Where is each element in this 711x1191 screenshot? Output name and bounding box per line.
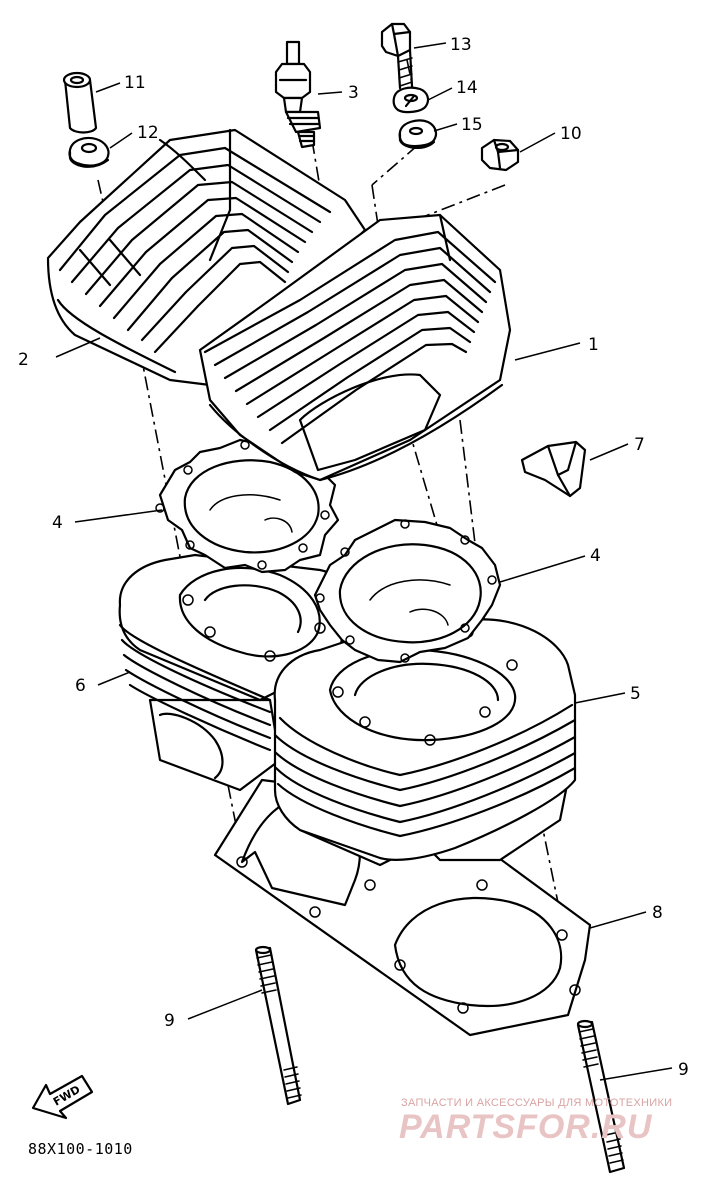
watermark-tagline: ЗАПЧАСТИ И АКСЕССУАРЫ ДЛЯ МОТОТЕХНИКИ: [401, 1097, 673, 1109]
callout-14: 14: [456, 78, 478, 98]
callout-9-left: 9: [164, 1011, 175, 1031]
callout-4-right: 4: [590, 546, 601, 566]
callout-13: 13: [450, 35, 472, 55]
bolt-part-13: [380, 22, 414, 90]
washer-part-15: [398, 119, 438, 149]
callout-12: 12: [137, 123, 159, 143]
stud-bolt-left-part-9: [254, 945, 302, 1106]
head-gasket-right-part-4: [313, 518, 502, 664]
cylinder-left-part-6: [118, 553, 348, 792]
callout-3: 3: [348, 83, 359, 103]
cylinder-head-left-part-2: [46, 128, 367, 387]
callout-11: 11: [124, 73, 146, 93]
cylinder-right-part-5: [273, 618, 577, 867]
callout-4-left: 4: [52, 513, 63, 533]
callout-7: 7: [634, 435, 645, 455]
callout-numbers: 11 12 3 13 14 15 10 2 1 7 4 4 5 6 8 9 9: [18, 35, 689, 1080]
callout-5: 5: [630, 684, 641, 704]
spark-plug-part-3: [274, 40, 322, 149]
callout-8: 8: [652, 903, 663, 923]
stud-bolt-right-part-9: [576, 1019, 626, 1174]
callout-leader-lines: [55, 42, 673, 1081]
lock-washer-part-14: [392, 86, 430, 114]
diagram-reference-code: 88X100-1010: [28, 1140, 133, 1158]
nut-part-10: [480, 138, 520, 172]
sleeve-part-11: [62, 71, 98, 134]
cylinder-head-right-part-1: [198, 213, 512, 482]
callout-2: 2: [18, 350, 29, 370]
head-gasket-left-part-4: [155, 438, 340, 574]
callout-6: 6: [75, 676, 86, 696]
damper-part-7: [520, 440, 587, 498]
washer-part-12: [68, 136, 110, 168]
callout-10: 10: [560, 124, 582, 144]
watermark-brand: PARTSFOR.RU: [399, 1108, 653, 1146]
callout-1: 1: [588, 335, 599, 355]
forward-direction-arrow-icon: FWD: [31, 1074, 94, 1120]
callout-9-right: 9: [678, 1060, 689, 1080]
callout-15: 15: [461, 115, 483, 135]
